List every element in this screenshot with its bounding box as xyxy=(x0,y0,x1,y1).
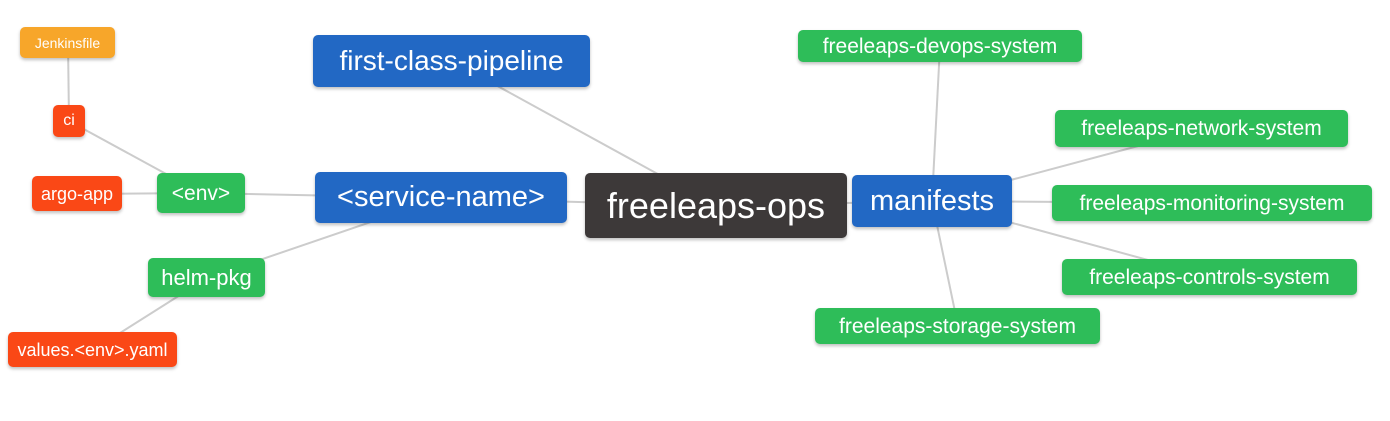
node-ci[interactable]: ci xyxy=(53,105,85,137)
node-first-class-pipeline[interactable]: first-class-pipeline xyxy=(313,35,590,87)
node-service-name[interactable]: <service-name> xyxy=(315,172,567,223)
node-freeleaps-storage-system[interactable]: freeleaps-storage-system xyxy=(815,308,1100,344)
node-freeleaps-network-system[interactable]: freeleaps-network-system xyxy=(1055,110,1348,147)
node-argo-app[interactable]: argo-app xyxy=(32,176,122,211)
node-values-env-yaml[interactable]: values.<env>.yaml xyxy=(8,332,177,367)
node-manifests[interactable]: manifests xyxy=(852,175,1012,227)
node-env[interactable]: <env> xyxy=(157,173,245,213)
node-freeleaps-devops-system[interactable]: freeleaps-devops-system xyxy=(798,30,1082,62)
node-freeleaps-monitoring-system[interactable]: freeleaps-monitoring-system xyxy=(1052,185,1372,221)
node-freeleaps-controls-system[interactable]: freeleaps-controls-system xyxy=(1062,259,1357,295)
node-helm-pkg[interactable]: helm-pkg xyxy=(148,258,265,297)
node-freeleaps-ops-root[interactable]: freeleaps-ops xyxy=(585,173,847,238)
node-jenkinsfile[interactable]: Jenkinsfile xyxy=(20,27,115,58)
